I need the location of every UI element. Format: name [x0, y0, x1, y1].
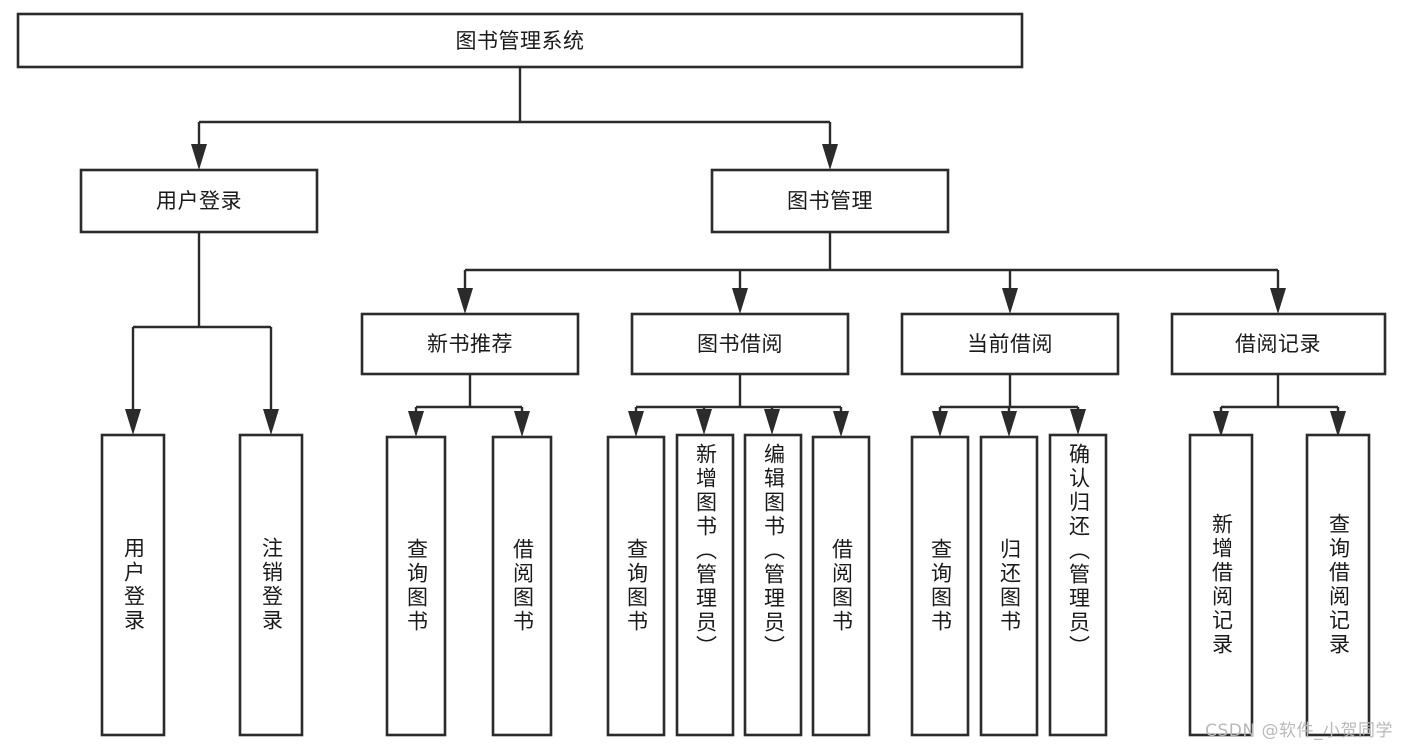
- node-new-book-recommend[interactable]: 新书推荐: [360, 312, 580, 376]
- node-new-book-recommend-label: 新书推荐: [427, 332, 513, 356]
- leaf-query-book-3-box[interactable]: [910, 435, 970, 737]
- connectors: [125, 67, 1346, 437]
- leaf-user-logout-box[interactable]: [238, 433, 304, 737]
- node-borrow-record-label: 借阅记录: [1235, 332, 1321, 356]
- arrow-head-leaf-borrow-book-2: [833, 411, 849, 437]
- node-book-borrow-label: 图书借阅: [697, 332, 783, 356]
- leaf-return-book-box[interactable]: [979, 435, 1039, 737]
- leaf-boxes: [100, 433, 1371, 737]
- node-book-borrow-box[interactable]: [630, 312, 850, 376]
- node-new-book-recommend-box[interactable]: [360, 312, 580, 376]
- arrow-head-leaf-query-book-2: [628, 411, 644, 437]
- node-user-login-label: 用户登录: [156, 189, 242, 213]
- node-book-manage[interactable]: 图书管理: [710, 168, 950, 234]
- leaf-borrow-book-2-box[interactable]: [811, 435, 871, 737]
- node-root-box[interactable]: [16, 12, 1024, 69]
- leaf-user-login-box[interactable]: [100, 433, 166, 737]
- leaf-query-record-box[interactable]: [1305, 433, 1371, 737]
- node-borrow-record-box[interactable]: [1170, 312, 1387, 376]
- leaf-add-book-box[interactable]: [675, 433, 735, 737]
- node-book-borrow[interactable]: 图书借阅: [630, 312, 850, 376]
- node-book-manage-label: 图书管理: [787, 189, 873, 213]
- leaf-add-record-box[interactable]: [1188, 433, 1254, 737]
- arrow-head-new-book-recommend: [457, 288, 473, 314]
- arrow-head-leaf-add-book: [696, 409, 712, 435]
- arrow-head-leaf-borrow-book-1: [514, 411, 530, 437]
- node-root[interactable]: 图书管理系统: [16, 12, 1024, 69]
- node-user-login[interactable]: 用户登录: [79, 168, 319, 234]
- arrow-head-leaf-return-book: [1001, 411, 1017, 437]
- leaf-borrow-book-1-box[interactable]: [491, 435, 553, 737]
- arrow-head-leaf-edit-book: [764, 409, 780, 435]
- leaf-query-book-1-box[interactable]: [385, 435, 447, 737]
- arrow-head-leaf-query-record: [1330, 411, 1346, 437]
- arrow-head-leaf-user-logout: [263, 409, 279, 435]
- leaf-edit-book-box[interactable]: [743, 433, 803, 737]
- arrow-head-user-login: [191, 144, 207, 170]
- arrow-head-leaf-confirm-return: [1070, 409, 1086, 435]
- arrow-head-leaf-query-book-1: [408, 411, 424, 437]
- csdn-watermark: CSDN @软件_小贺同学: [1205, 721, 1393, 741]
- node-user-login-box[interactable]: [79, 168, 319, 234]
- arrow-head-leaf-query-book-3: [932, 411, 948, 437]
- arrow-head-current-borrow: [1002, 288, 1018, 314]
- arrow-head-book-manage: [822, 144, 838, 170]
- arrow-head-borrow-record: [1270, 288, 1286, 314]
- node-current-borrow-box[interactable]: [900, 312, 1120, 376]
- node-borrow-record[interactable]: 借阅记录: [1170, 312, 1387, 376]
- leaf-confirm-return-box[interactable]: [1048, 433, 1108, 737]
- arrow-head-book-borrow: [732, 288, 748, 314]
- node-current-borrow[interactable]: 当前借阅: [900, 312, 1120, 376]
- leaf-query-book-2-box[interactable]: [606, 435, 666, 737]
- arrow-head-leaf-add-record: [1213, 411, 1229, 437]
- arrow-head-leaf-user-login: [125, 409, 141, 435]
- node-current-borrow-label: 当前借阅: [967, 332, 1053, 356]
- node-root-label: 图书管理系统: [456, 29, 585, 53]
- node-book-manage-box[interactable]: [710, 168, 950, 234]
